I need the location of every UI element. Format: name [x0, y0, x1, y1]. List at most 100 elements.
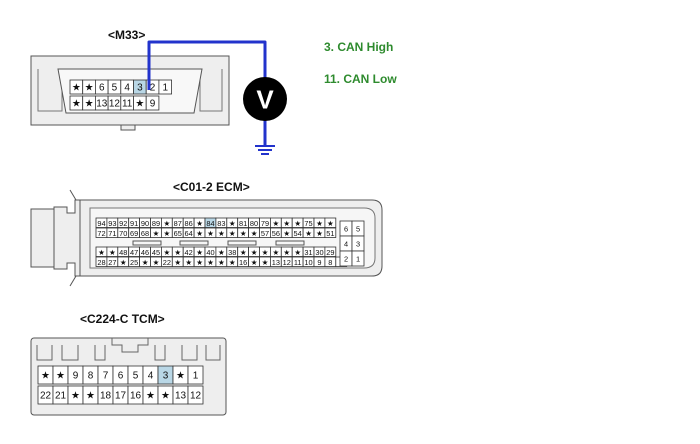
ecm-latch-line-top — [69, 189, 77, 201]
ecm-pin-label: 40 — [206, 248, 214, 257]
ecm-pin-label: 12 — [283, 258, 291, 267]
ecm-pin-label: 93 — [108, 219, 116, 228]
ecm-pin-label: 70 — [119, 229, 127, 238]
ecm-pin-label: ★ — [153, 258, 160, 267]
m33-pin-label: 3 — [137, 82, 143, 93]
m33-pin-label: 9 — [150, 98, 156, 109]
tcm-pin-label: ★ — [161, 390, 170, 401]
ecm-pin-label: ★ — [142, 258, 149, 267]
ecm-pin-label: 91 — [130, 219, 138, 228]
tcm-pin-label: 18 — [100, 390, 112, 401]
ecm-pin-label: 83 — [217, 219, 225, 228]
ecm-pin-label: 84 — [206, 219, 214, 228]
tcm-latch-3 — [94, 345, 106, 361]
ecm-pin-label: ★ — [196, 219, 203, 228]
tcm-latch-6 — [205, 345, 221, 361]
ecm-pin-label: ★ — [120, 258, 127, 267]
m33-latch-right — [199, 69, 223, 112]
ecm-pin-label: 75 — [304, 219, 312, 228]
tcm-title: <C224-C TCM> — [80, 312, 165, 326]
ecm-pin-label: ★ — [196, 248, 203, 257]
ecm-pin-label: 51 — [326, 229, 334, 238]
tcm-pin-label: 17 — [115, 390, 127, 401]
ecm-pin-label: 29 — [326, 248, 334, 257]
ecm-pin-label: 9 — [317, 258, 321, 267]
tcm-pin-cell — [187, 365, 204, 385]
ground-icon — [255, 145, 275, 155]
ecm-pin-label: 22 — [163, 258, 171, 267]
ecm-pin-label: 71 — [108, 229, 116, 238]
tcm-latch-2 — [61, 345, 79, 361]
tcm-pin-label: 5 — [133, 370, 139, 381]
ecm-pin-label: 48 — [119, 248, 127, 257]
ecm-pin-label: ★ — [240, 248, 247, 257]
ecm-pin-label: ★ — [153, 229, 160, 238]
measurement-wiring: V — [147, 40, 287, 155]
tcm-pin-label: ★ — [86, 390, 95, 401]
ecm-pin-label: ★ — [251, 258, 258, 267]
ecm-side-pin-label: 6 — [344, 225, 348, 234]
m33-pin-label: 4 — [124, 82, 130, 93]
ecm-pin-label: 8 — [328, 258, 332, 267]
ecm-pin-label: 72 — [97, 229, 105, 238]
tcm-pin-label: ★ — [41, 370, 50, 381]
m33-pin-label: ★ — [85, 82, 94, 93]
ecm-pin-label: ★ — [262, 248, 269, 257]
tcm-latch-4 — [154, 345, 166, 361]
ecm-pin-label: 92 — [119, 219, 127, 228]
ecm-pin-label: 79 — [261, 219, 269, 228]
ecm-side-pin-label: 2 — [344, 255, 348, 264]
tcm-key-notch — [111, 338, 149, 353]
wire-can-high — [147, 40, 267, 90]
ecm-pin-label: 86 — [185, 219, 193, 228]
m33-pin-label: ★ — [85, 98, 94, 109]
ecm-pin-label: ★ — [229, 229, 236, 238]
ecm-pin-label: ★ — [218, 248, 225, 257]
ecm-pin-label: ★ — [218, 258, 225, 267]
ecm-pin-label: 27 — [108, 258, 116, 267]
ecm-pin-label: ★ — [185, 258, 192, 267]
ecm-pin-label: 81 — [239, 219, 247, 228]
ecm-pin-label: 80 — [250, 219, 258, 228]
ecm-pin-label: ★ — [294, 248, 301, 257]
ecm-pin-label: ★ — [283, 229, 290, 238]
ecm-pin-label: 57 — [261, 229, 269, 238]
ecm-pin-label: 38 — [228, 248, 236, 257]
ecm-pin-label: 87 — [174, 219, 182, 228]
legend: 3. CAN High 11. CAN Low — [324, 40, 397, 86]
ecm-pin-label: 28 — [97, 258, 105, 267]
ecm-pin-label: ★ — [174, 248, 181, 257]
ecm-pin-label: ★ — [229, 258, 236, 267]
ecm-pin-label: ★ — [283, 219, 290, 228]
tcm-pin-label: 8 — [88, 370, 94, 381]
tcm-pin-label: 12 — [190, 390, 202, 401]
m33-key — [120, 124, 136, 131]
ecm-pin-label: ★ — [305, 229, 312, 238]
ecm-pin-label: ★ — [294, 219, 301, 228]
ecm-side-pin-label: 3 — [356, 240, 360, 249]
ecm-pin-cell — [324, 217, 337, 228]
tcm-pin-label: 13 — [175, 390, 187, 401]
m33-pin-label: 2 — [150, 82, 156, 93]
ecm-pin-label: ★ — [196, 229, 203, 238]
ecm-side-pin-cell — [351, 250, 365, 267]
ecm-pin-label: ★ — [273, 248, 280, 257]
tcm-pin-label: ★ — [71, 390, 80, 401]
ecm-pin-label: 10 — [304, 258, 312, 267]
m33-pin-label: 6 — [99, 82, 105, 93]
ecm-pin-label: 89 — [152, 219, 160, 228]
ecm-pin-label: 31 — [304, 248, 312, 257]
ecm-stub — [30, 208, 55, 268]
tcm-pin-label: ★ — [146, 390, 155, 401]
ecm-pin-label: 11 — [294, 258, 302, 267]
ecm-pin-label: ★ — [218, 229, 225, 238]
ecm-pin-label: 94 — [97, 219, 105, 228]
legend-can-high: 3. CAN High — [324, 40, 393, 54]
ecm-pin-label: ★ — [109, 248, 116, 257]
ecm-pin-label: 69 — [130, 229, 138, 238]
ecm-pin-label: 64 — [185, 229, 193, 238]
tcm-pin-label: 7 — [103, 370, 109, 381]
